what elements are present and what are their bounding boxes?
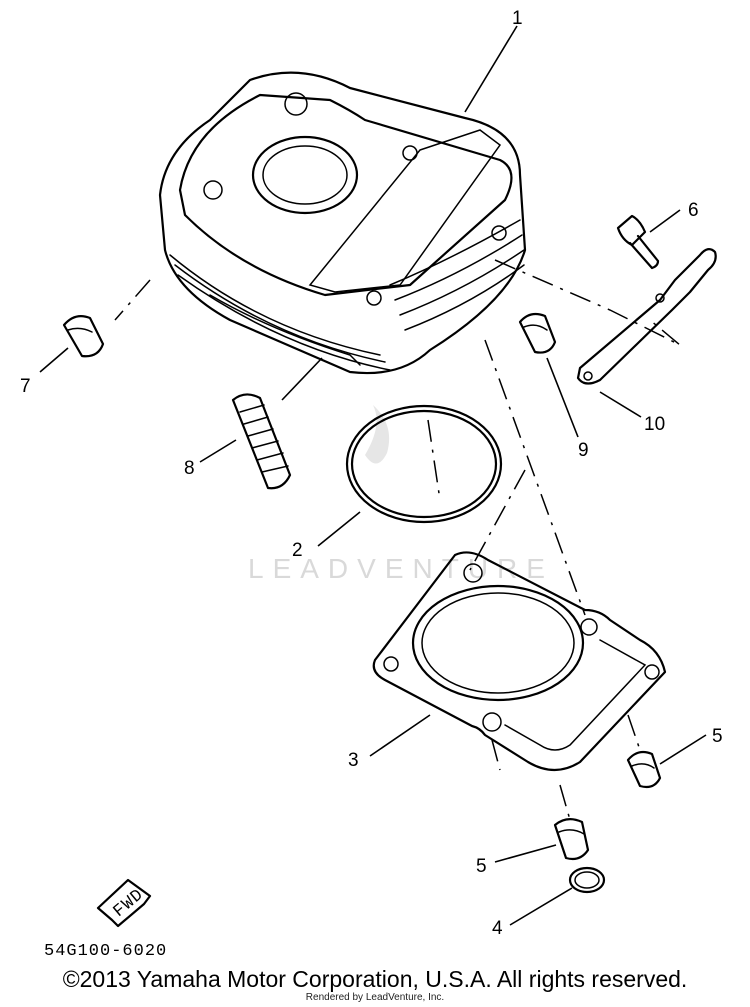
dowel-pin-9[interactable] xyxy=(518,312,557,354)
dowel-5-right[interactable] xyxy=(626,750,662,789)
copyright-notice: ©2013 Yamaha Motor Corporation, U.S.A. A… xyxy=(62,966,688,992)
callout-10: 10 xyxy=(644,414,665,435)
callout-9: 9 xyxy=(578,440,589,461)
diagram-code: 54G100-6020 xyxy=(44,942,167,961)
callout-6: 6 xyxy=(688,200,699,221)
assembly-lines xyxy=(114,259,681,821)
dowel-pin[interactable] xyxy=(62,315,105,358)
watermark: LEADVENTURE xyxy=(248,405,554,584)
bolt[interactable] xyxy=(616,214,660,270)
watermark-text: LEADVENTURE xyxy=(248,553,554,584)
callout-5-right: 5 xyxy=(712,726,723,747)
leader-lines xyxy=(39,25,707,926)
o-ring[interactable] xyxy=(345,404,503,524)
callout-2: 2 xyxy=(292,540,303,561)
callout-8: 8 xyxy=(184,458,195,479)
callout-7: 7 xyxy=(20,376,31,397)
callout-5-lower: 5 xyxy=(476,856,487,877)
cylinder[interactable] xyxy=(158,71,527,375)
rendered-by-notice: Rendered by LeadVenture, Inc. xyxy=(305,992,445,1003)
callout-4: 4 xyxy=(492,918,503,939)
callout-1: 1 xyxy=(512,8,523,29)
cylinder-gasket[interactable] xyxy=(372,551,667,772)
callouts: 1 2 3 4 5 5 6 7 8 9 10 xyxy=(20,8,723,939)
callout-3: 3 xyxy=(348,750,359,771)
bracket[interactable] xyxy=(576,248,717,385)
fwd-arrow-icon: FWD xyxy=(96,878,152,928)
stud-spring[interactable] xyxy=(231,393,292,490)
small-o-ring[interactable] xyxy=(568,866,606,894)
dowel-5-lower[interactable] xyxy=(553,818,590,861)
